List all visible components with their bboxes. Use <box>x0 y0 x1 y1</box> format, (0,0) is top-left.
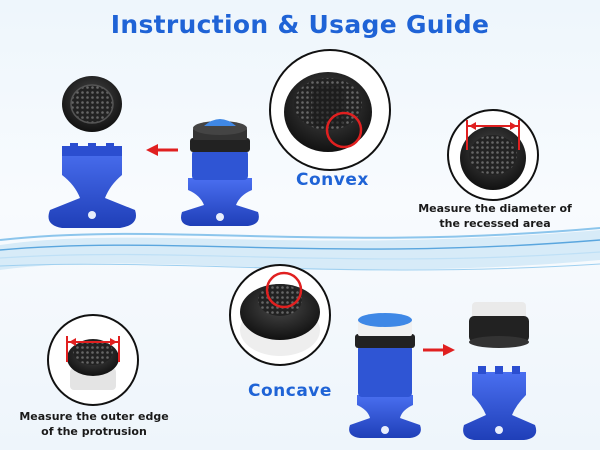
protrusion-measure-circle <box>47 314 139 406</box>
caption-protrusion: Measure the outer edge of the protrusion <box>14 409 174 439</box>
caption-protrusion-line2: of the protrusion <box>41 425 147 438</box>
page-title: Instruction & Usage Guide <box>110 10 490 39</box>
red-arrow-left <box>146 144 178 156</box>
red-arrow-right <box>423 344 455 356</box>
concave-zoom-circle <box>229 264 331 366</box>
convex-aerator-in-key <box>181 119 259 226</box>
concave-label: Concave <box>248 381 332 401</box>
recessed-measure-circle <box>447 109 539 201</box>
convex-label: Convex <box>296 170 369 190</box>
caption-recessed: Measure the diameter of the recessed are… <box>405 201 585 231</box>
concave-aerator-separate <box>469 302 529 348</box>
caption-recessed-line2: the recessed area <box>439 217 551 230</box>
blue-key-right <box>463 366 537 440</box>
caption-recessed-line1: Measure the diameter of <box>418 202 572 215</box>
convex-highlight <box>325 111 363 149</box>
wave-decoration <box>0 227 600 271</box>
convex-zoom-circle <box>269 49 391 171</box>
concave-aerator-in-key <box>349 313 421 438</box>
concave-highlight <box>265 271 303 309</box>
blue-key-left <box>48 143 136 228</box>
caption-protrusion-line1: Measure the outer edge <box>19 410 169 423</box>
aerator-top-view <box>62 76 122 132</box>
